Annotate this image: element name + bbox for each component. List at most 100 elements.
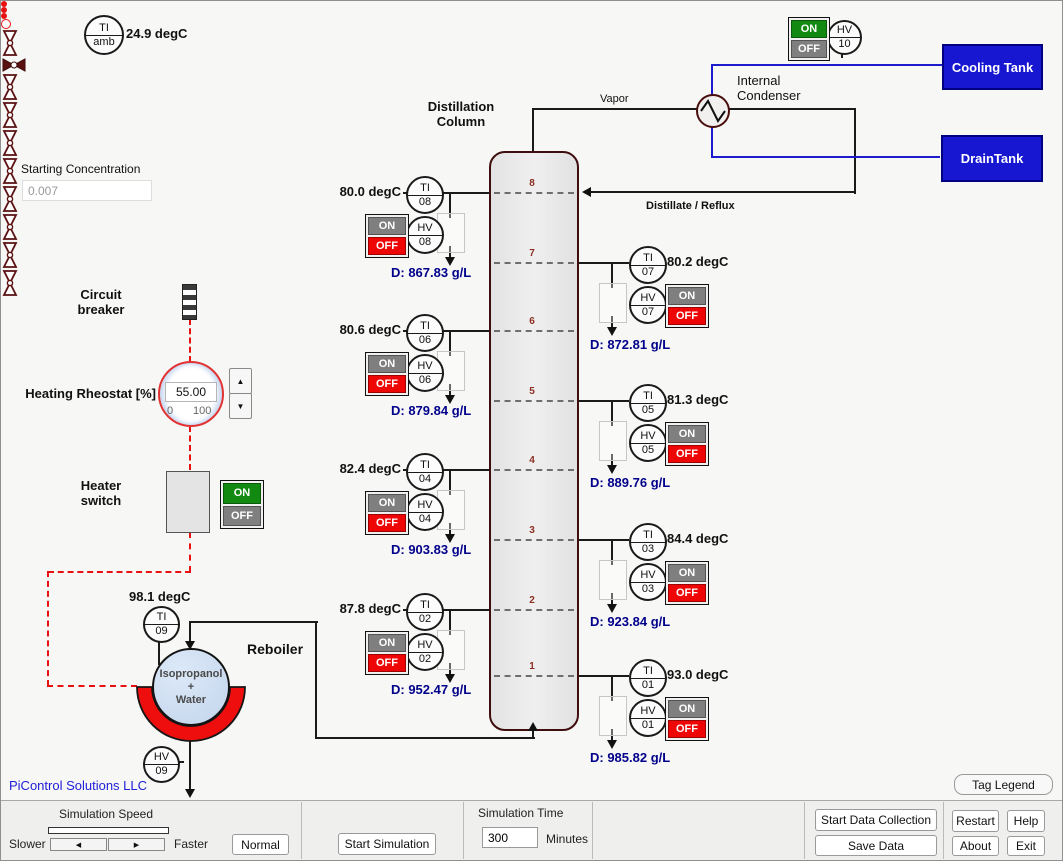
reboiler-vessel: Isopropanol + Water — [152, 648, 230, 726]
hv-10-toggle-on-button[interactable]: ON — [791, 20, 827, 38]
heater-switch-toggle-off-button[interactable]: OFF — [223, 505, 261, 526]
hv-08-toggle-off-button[interactable]: OFF — [368, 237, 406, 255]
ti-01-indicator-number: 01 — [641, 678, 655, 691]
hv-04-toggle-off-button[interactable]: OFF — [368, 514, 406, 532]
ti-08-indicator-number: 08 — [418, 195, 432, 208]
hv-05-toggle-off-button[interactable]: OFF — [668, 445, 706, 463]
start-data-collection-button[interactable]: Start Data Collection — [815, 809, 937, 831]
tag-legend-button[interactable]: Tag Legend — [954, 774, 1053, 795]
tray-number: 5 — [529, 386, 535, 397]
tap-temp-value: 84.4 degC — [667, 531, 729, 546]
hv-05-toggle-on-button[interactable]: ON — [668, 425, 706, 443]
distillate-reflux-label: Distillate / Reflux — [646, 200, 735, 212]
condenser-title-line1: Internal — [737, 73, 781, 88]
hv-06-toggle-on-button[interactable]: ON — [368, 355, 406, 373]
heater-switch-body[interactable] — [166, 471, 210, 533]
rheostat-value-input[interactable] — [165, 382, 217, 402]
tray-number: 7 — [529, 248, 535, 259]
tray-line — [494, 539, 574, 541]
reboiler-feed-pipe — [189, 623, 191, 642]
hv-05-valve-icon — [1, 213, 1062, 241]
heater-pivot-icon — [1, 19, 11, 29]
tap-density-value: D: 889.76 g/L — [590, 475, 671, 490]
hv-04-indicator-number: 04 — [418, 512, 432, 525]
hv-07-toggle: ON OFF — [665, 284, 709, 328]
heater-contact-dot — [1, 1, 7, 7]
reboiler-label: Reboiler — [247, 641, 304, 657]
hv-04-toggle-on-button[interactable]: ON — [368, 494, 406, 512]
tray-line — [494, 192, 574, 194]
tap-line — [579, 262, 629, 264]
hv-08-toggle: ON OFF — [365, 214, 409, 258]
slower-label: Slower — [9, 837, 46, 851]
hv-10-indicator-tag: HV — [829, 22, 860, 38]
ti-06-indicator-number: 06 — [418, 333, 432, 346]
exit-button[interactable]: Exit — [1007, 836, 1045, 856]
hv09-lead-line — [176, 761, 184, 763]
normal-speed-button[interactable]: Normal — [232, 834, 289, 855]
tap-line — [611, 676, 613, 701]
hv-01-toggle-on-button[interactable]: ON — [668, 700, 706, 718]
hv-03-toggle-off-button[interactable]: OFF — [668, 584, 706, 602]
hv-07-toggle-on-button[interactable]: ON — [668, 287, 706, 305]
ti-01-indicator-tag: TI — [631, 661, 665, 679]
tray-number: 6 — [529, 316, 535, 327]
hv-08-valve-icon — [1, 73, 1062, 101]
power-circuit-dashed-line — [189, 426, 191, 470]
rheostat-label: Heating Rheostat [%] — [25, 386, 156, 401]
tap-flow-arrow-icon — [445, 395, 455, 404]
heater-switch-toggle-on-button[interactable]: ON — [223, 483, 261, 504]
save-data-button[interactable]: Save Data — [815, 835, 937, 856]
hv-01-toggle-off-button[interactable]: OFF — [668, 720, 706, 738]
footer-separator — [592, 802, 593, 859]
hv-03-indicator-tag: HV — [631, 565, 665, 583]
simulation-speed-title: Simulation Speed — [58, 807, 154, 821]
hv-03-toggle-on-button[interactable]: ON — [668, 564, 706, 582]
about-button[interactable]: About — [952, 836, 999, 856]
tap-line — [449, 193, 451, 218]
start-simulation-button[interactable]: Start Simulation — [338, 833, 436, 855]
circuit-breaker-icon[interactable] — [182, 284, 197, 320]
speed-slower-arrow-button[interactable]: ◀ — [50, 838, 107, 851]
tap-density-value: D: 903.83 g/L — [391, 542, 472, 557]
tap-line — [611, 729, 613, 740]
condenser-title-line2: Condenser — [737, 88, 801, 103]
tray-line — [494, 262, 574, 264]
rheostat-up-button[interactable]: ▲ — [229, 368, 252, 394]
ti-02-indicator-tag: TI — [408, 595, 442, 613]
tap-density-value: D: 872.81 g/L — [590, 337, 671, 352]
tap-line — [449, 663, 451, 674]
hv-04-indicator-tag: HV — [408, 495, 442, 513]
rheostat-down-button[interactable]: ▼ — [229, 393, 252, 419]
restart-button[interactable]: Restart — [952, 810, 999, 832]
ti-05-indicator-tag: TI — [631, 386, 665, 404]
tray-number: 8 — [529, 178, 535, 189]
distillation-column-body — [489, 151, 579, 731]
speed-slider-track[interactable] — [48, 827, 169, 834]
hv-06-indicator-tag: HV — [408, 356, 442, 374]
help-button[interactable]: Help — [1007, 810, 1045, 832]
heater-label-line1: Heater — [80, 478, 122, 493]
speed-faster-arrow-button[interactable]: ▶ — [108, 838, 165, 851]
hv-05-indicator-number: 05 — [641, 443, 655, 456]
starting-concentration-input[interactable] — [22, 180, 152, 201]
tap-temp-value: 87.8 degC — [339, 601, 401, 616]
ti-04-indicator-tag: TI — [408, 455, 442, 473]
hv-02-toggle-off-button[interactable]: OFF — [368, 654, 406, 672]
hv-02-toggle-on-button[interactable]: ON — [368, 634, 406, 652]
hv-08-toggle-on-button[interactable]: ON — [368, 217, 406, 235]
tap-line — [403, 609, 490, 611]
reboiler-temp-value: 98.1 degC — [129, 589, 191, 604]
hv-07-toggle-off-button[interactable]: OFF — [668, 307, 706, 325]
hv-06-toggle-off-button[interactable]: OFF — [368, 375, 406, 393]
hv-05-indicator-tag: HV — [631, 426, 665, 444]
simulation-time-input[interactable] — [482, 827, 538, 848]
hv-10-toggle-off-button[interactable]: OFF — [791, 40, 827, 58]
condenser-icon — [696, 94, 730, 128]
tap-temp-value: 93.0 degC — [667, 667, 729, 682]
condenser-drain-pipe — [711, 127, 713, 158]
